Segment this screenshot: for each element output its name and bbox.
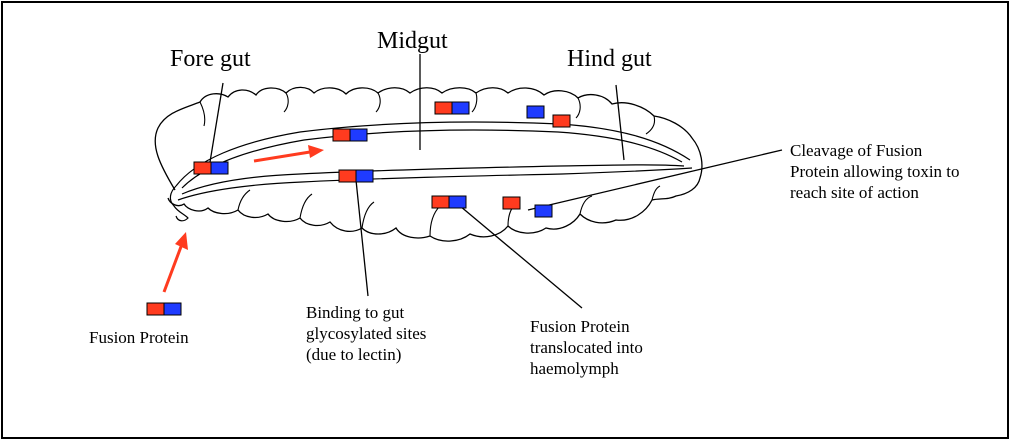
translocated-line: haemolymph xyxy=(530,358,643,379)
larva-body-outline xyxy=(155,87,702,241)
binding-line: glycosylated sites xyxy=(306,323,426,344)
translocated-label: Fusion Protein translocated into haemoly… xyxy=(530,316,643,379)
midgut-label: Midgut xyxy=(377,28,448,55)
cleavage-line: reach site of action xyxy=(790,182,960,203)
binding-line: Binding to gut xyxy=(306,302,426,323)
translocated-line: translocated into xyxy=(530,337,643,358)
fusion-protein-marker-bound xyxy=(339,170,373,182)
fusion-protein-marker-midgut-upper xyxy=(333,129,367,141)
entry-arrow xyxy=(164,232,188,292)
binding-line: (due to lectin) xyxy=(306,344,426,365)
gut-tube-lower-outer xyxy=(178,168,692,200)
fusion-protein-marker-body-top xyxy=(435,102,469,114)
hind-gut-label: Hind gut xyxy=(567,46,652,73)
cleaved-blue-piece xyxy=(535,205,552,217)
fore-gut-label: Fore gut xyxy=(170,46,251,73)
gut-tube-upper-outer xyxy=(176,122,690,186)
fusion-protein-label: Fusion Protein xyxy=(89,327,189,348)
cleavage-line: Protein allowing toxin to xyxy=(790,161,960,182)
gut-tube-lower-inner xyxy=(182,165,684,194)
cleavage-line: Cleavage of Fusion xyxy=(790,140,960,161)
leader-lines xyxy=(210,54,782,308)
fusion-protein-marker-legend xyxy=(147,303,181,315)
cleaved-red-piece xyxy=(503,197,520,209)
cleaved-blue-piece xyxy=(527,106,544,118)
translocated-line: Fusion Protein xyxy=(530,316,643,337)
fusion-protein-marker-foregut xyxy=(194,162,228,174)
binding-label: Binding to gut glycosylated sites (due t… xyxy=(306,302,426,365)
cleaved-red-piece xyxy=(553,115,570,127)
movement-arrow xyxy=(254,145,324,161)
fusion-protein-marker-haemolymph xyxy=(432,196,466,208)
cleavage-label: Cleavage of Fusion Protein allowing toxi… xyxy=(790,140,960,203)
